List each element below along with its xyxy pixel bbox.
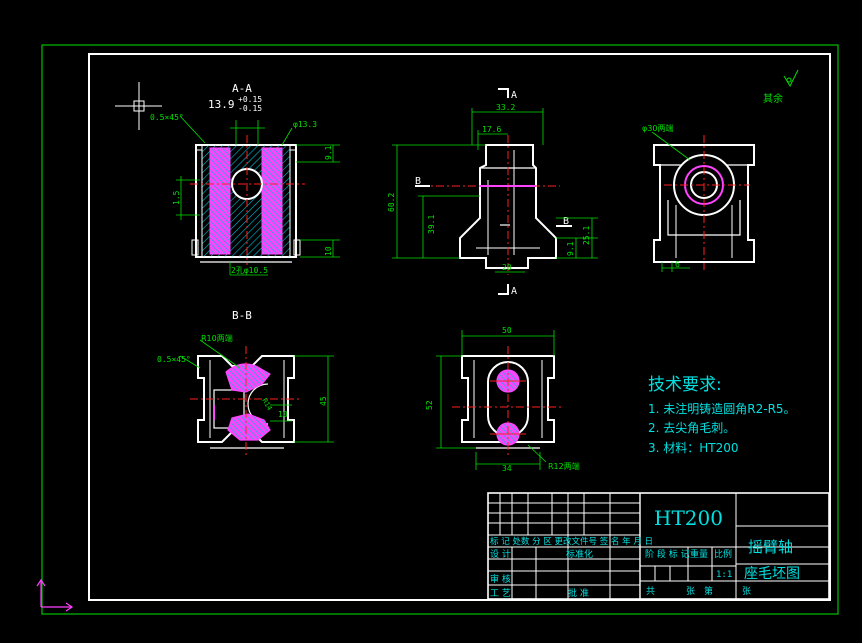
title-block: [487, 492, 830, 600]
inner-frame: [88, 53, 831, 601]
top-34-dim: 34: [502, 464, 512, 473]
aa-chamfer-dim: 0.5×45°: [150, 113, 184, 122]
front-391-dim: 39.1: [427, 215, 436, 234]
aa-holes-dim: 2孔φ10.5: [231, 266, 268, 275]
aa-10-dim: 10: [324, 246, 333, 256]
tb-standard: 标准化: [566, 548, 593, 560]
view-aa-label: A-A: [232, 82, 252, 95]
tb-approve: 批 准: [568, 587, 589, 599]
side-dimensions: [651, 131, 691, 272]
tech-item-3: 3. 材料：HT200: [648, 441, 739, 455]
tb-process: 工 艺: [490, 588, 511, 599]
roughness-symbol-icon: [783, 69, 799, 88]
tb-design: 设 计: [490, 548, 511, 560]
aa-tol-upper: +0.15: [238, 95, 262, 104]
section-b-left: B: [415, 176, 421, 187]
tb-total: 共: [646, 586, 655, 597]
tb-weight: 重量: [690, 548, 708, 560]
front-176-dim: 17.6: [482, 125, 501, 134]
bb-upper-core: [225, 363, 271, 393]
aa-9-dim: 9.1: [324, 145, 333, 160]
cursor-crosshair: [115, 82, 162, 130]
tech-title: 技术要求:: [648, 375, 722, 395]
section-a-bottom: A: [511, 286, 517, 297]
front-251-dim: 25.1: [582, 226, 591, 245]
tb-sheet-unit: 张: [742, 586, 751, 597]
bb-dimensions: [179, 339, 334, 443]
outer-frame: [41, 44, 839, 615]
bb-45-dim: 45: [319, 396, 328, 406]
tb-drawing-name: 座毛坯图: [744, 566, 800, 582]
tb-scale-label: 比例: [714, 548, 732, 560]
bb-lower-core: [227, 413, 271, 441]
side-6-dim: 6: [675, 260, 680, 269]
tb-review: 审 核: [490, 573, 511, 585]
front-dimensions: [392, 108, 598, 273]
front-332-dim: 33.2: [496, 103, 515, 112]
tech-item-1: 1. 未注明铸造圆角R2-R5。: [648, 401, 796, 416]
bb-10-dim: 10: [278, 410, 288, 419]
aa-tol-lower: -0.15: [238, 104, 262, 113]
front-section-marks: [415, 88, 572, 295]
section-b-right: B: [563, 216, 569, 227]
side-dia-dim: φ30两端: [642, 123, 673, 133]
front-91-dim: 9.1: [566, 241, 575, 256]
top-52-dim: 52: [425, 400, 434, 410]
top-dimensions: [436, 330, 555, 470]
bb-chamfer-dim: 0.5×45°: [157, 355, 191, 364]
aa-15-dim: 1.5: [172, 190, 181, 205]
tech-item-2: 2. 去尖角毛刺。: [648, 421, 735, 435]
top-r12-dim: R12两端: [548, 461, 580, 471]
tb-sheets: 张: [686, 586, 695, 597]
aa-dia-dim: φ13.3: [293, 120, 317, 129]
aa-width-dim: 13.9: [208, 98, 235, 111]
tb-part-name: 摇臂轴: [748, 538, 793, 556]
view-aa-dimensions: [176, 115, 340, 276]
tb-stage: 阶 段 标 记: [645, 548, 690, 560]
top-50-dim: 50: [502, 326, 512, 335]
section-a-top: A: [511, 90, 517, 101]
tb-revision-row: 标 记 处数 分 区 更改文件号 签 名 年 月 日: [490, 536, 653, 547]
bb-r10-dim: R10两端: [201, 333, 233, 343]
tb-scale: 1:1: [716, 570, 732, 580]
front-20-dim: 20: [502, 263, 512, 272]
front-602-dim: 60.2: [387, 193, 396, 212]
view-aa: A-A: [190, 82, 305, 265]
tb-material: HT200: [654, 506, 723, 530]
tb-sheet-no: 第: [704, 585, 713, 597]
ucs-icon: [36, 578, 74, 612]
roughness-label: 其余: [763, 92, 783, 105]
view-bb-label: B-B: [232, 309, 252, 322]
